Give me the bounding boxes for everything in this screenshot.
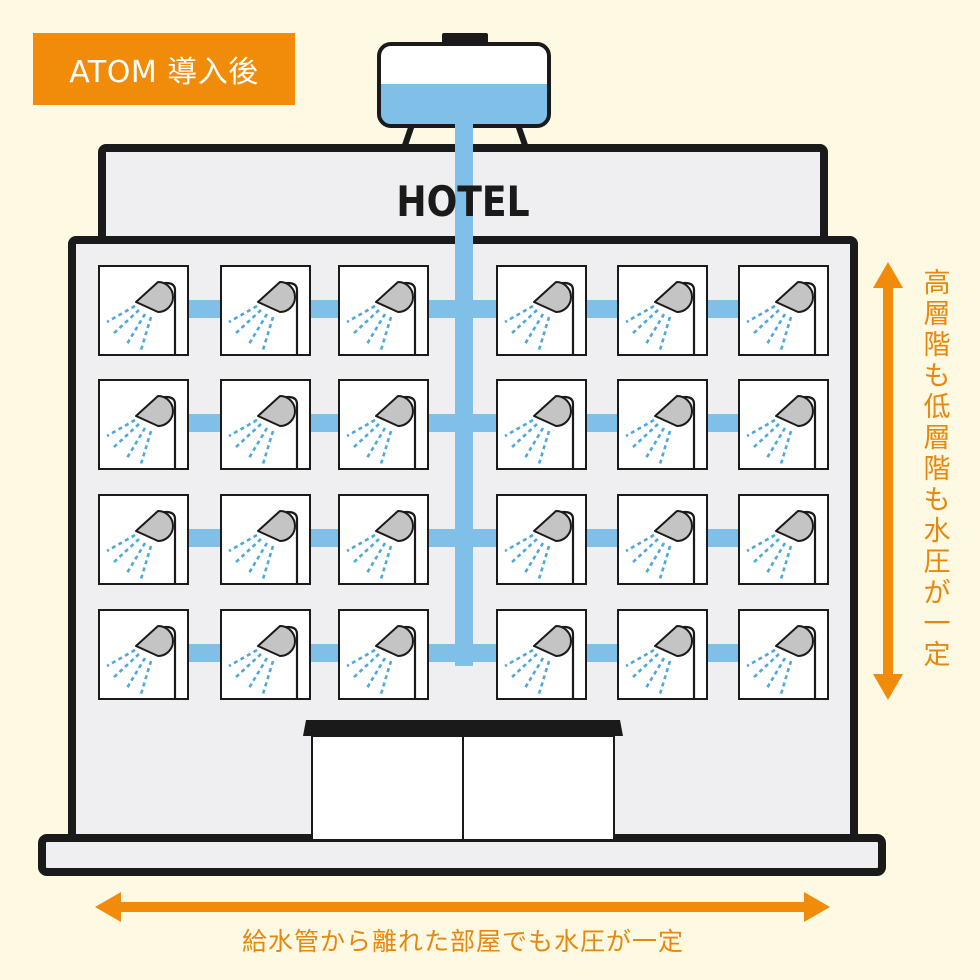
room-1-1 [98, 265, 189, 356]
room-2-5 [617, 379, 708, 470]
room-3-6 [738, 494, 829, 585]
double-arrow-horizontal-icon [95, 892, 830, 922]
room-1-2 [220, 265, 311, 356]
annotation-vertical: 高層階も低層階も水圧が一定 [923, 268, 951, 671]
room-grid [98, 265, 829, 700]
shower-icon [228, 395, 299, 469]
building-base [38, 834, 886, 876]
shower-icon [346, 625, 417, 699]
hotel-sign: HOTEL [396, 178, 529, 226]
room-4-4 [496, 609, 587, 700]
room-2-3 [338, 379, 429, 470]
shower-icon [228, 281, 299, 355]
shower-icon [746, 510, 817, 584]
entrance-door [303, 720, 623, 841]
shower-icon [346, 510, 417, 584]
room-3-2 [220, 494, 311, 585]
badge-atom-after: ATOM 導入後 [33, 33, 295, 105]
room-2-1 [98, 379, 189, 470]
shower-icon [106, 510, 177, 584]
room-1-5 [617, 265, 708, 356]
shower-icon [106, 395, 177, 469]
room-1-3 [338, 265, 429, 356]
branch-pipe [188, 529, 739, 547]
room-4-2 [220, 609, 311, 700]
room-2-6 [738, 379, 829, 470]
room-2-4 [496, 379, 587, 470]
shower-icon [504, 395, 575, 469]
room-3-1 [98, 494, 189, 585]
shower-icon [746, 625, 817, 699]
shower-icon [625, 395, 696, 469]
room-2-2 [220, 379, 311, 470]
room-4-6 [738, 609, 829, 700]
shower-icon [346, 281, 417, 355]
double-arrow-vertical-icon [873, 262, 903, 700]
room-3-5 [617, 494, 708, 585]
branch-pipe [188, 414, 739, 432]
branch-pipe [188, 644, 739, 662]
room-1-6 [738, 265, 829, 356]
branch-pipes [188, 300, 739, 662]
room-1-4 [496, 265, 587, 356]
room-3-3 [338, 494, 429, 585]
shower-icon [106, 625, 177, 699]
room-4-1 [98, 609, 189, 700]
branch-pipe [188, 300, 739, 318]
shower-icon [346, 395, 417, 469]
shower-icon [228, 625, 299, 699]
shower-icon [625, 281, 696, 355]
shower-icon [746, 395, 817, 469]
room-4-3 [338, 609, 429, 700]
shower-icon [106, 281, 177, 355]
shower-icon [504, 510, 575, 584]
shower-icon [504, 625, 575, 699]
shower-icon [625, 510, 696, 584]
room-4-5 [617, 609, 708, 700]
shower-icon [625, 625, 696, 699]
room-3-4 [496, 494, 587, 585]
shower-icon [746, 281, 817, 355]
water-tank-icon [377, 33, 551, 151]
shower-icon [228, 510, 299, 584]
shower-icon [504, 281, 575, 355]
annotation-horizontal: 給水管から離れた部屋でも水圧が一定 [241, 927, 684, 956]
